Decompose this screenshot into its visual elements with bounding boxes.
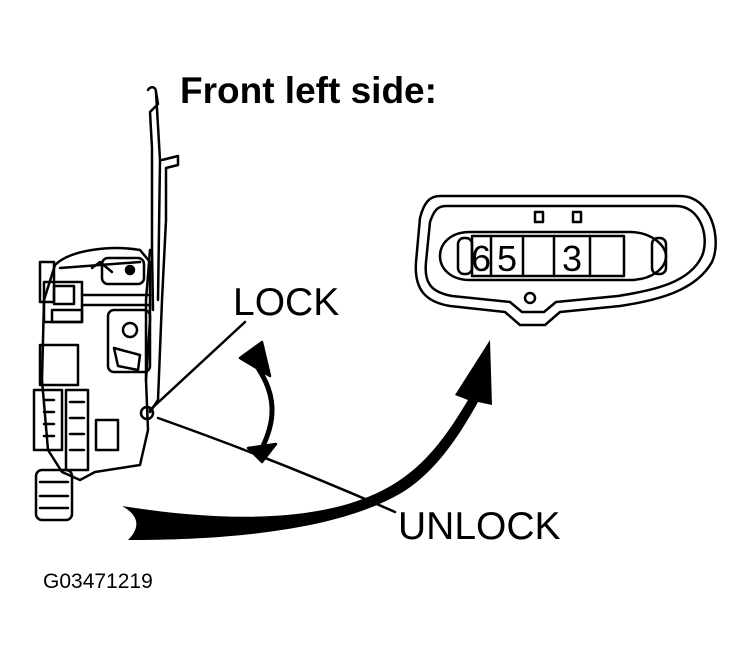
lock-rod [144,86,180,414]
unlock-label: UNLOCK [398,505,561,548]
unlock-leader-line [156,416,397,514]
door-lock-assembly [32,246,155,522]
connector-pin-label: 5 [497,238,517,279]
page-title: Front left side: [180,70,437,111]
connector-pin-label: 3 [562,238,582,279]
rotation-arrow-icon [238,340,278,464]
lock-label: LOCK [233,281,340,324]
connector-pin-label: 6 [471,238,491,279]
pointer-arrow-icon [122,340,492,540]
lock-leader-line [148,320,247,412]
figure-code: G03471219 [43,570,153,593]
connector-face [414,194,717,327]
